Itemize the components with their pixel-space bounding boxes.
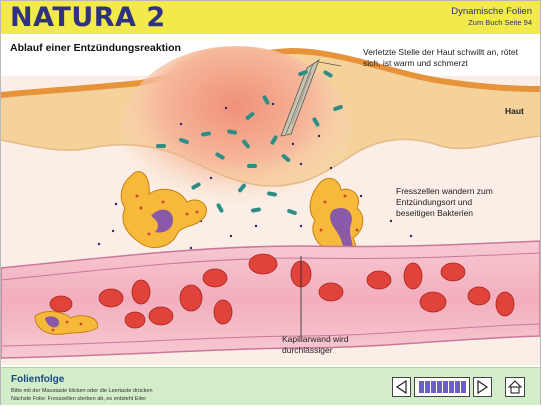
prev-button[interactable] — [392, 377, 411, 397]
progress-segment — [443, 381, 448, 393]
footer-next-slide: Nächste Folie: Fresszellen sterben ab, e… — [11, 396, 147, 402]
progress-segment — [455, 381, 460, 393]
book-reference: Zum Buch Seite 94 — [468, 18, 532, 27]
app-title: NATURA 2 — [10, 2, 166, 33]
red-blood-cells — [49, 253, 515, 329]
dermis-boundary — [1, 135, 540, 187]
progress-segment — [449, 381, 454, 393]
annotation-phagocytes: Fresszellen wandern zum Entzündungsort u… — [396, 186, 493, 218]
annotation-wound: Verletzte Stelle der Haut schwillt an, r… — [363, 47, 518, 68]
slide-progress[interactable] — [414, 377, 470, 397]
next-icon — [477, 379, 489, 395]
annotation-skin: Haut — [505, 106, 524, 116]
annotation-capillary: Kapillarwand wird durchlässiger — [282, 334, 349, 355]
inflammation-illustration — [1, 46, 540, 365]
header-info: Dynamische Folien Zum Buch Seite 94 — [451, 6, 532, 28]
skin-surface — [1, 48, 540, 98]
slide-title: Ablauf einer Entzündungsreaktion — [10, 42, 181, 54]
header-bar: NATURA 2 Dynamische Folien Zum Buch Seit… — [1, 1, 540, 34]
progress-segment — [461, 381, 466, 393]
phagocyte-left — [120, 171, 207, 249]
home-button[interactable] — [505, 377, 525, 397]
progress-segment — [419, 381, 424, 393]
home-icon — [507, 380, 523, 394]
footer-title: Folienfolge — [11, 374, 65, 385]
footer-instruction: Bitte mit der Maustaste klicken oder die… — [11, 388, 153, 394]
phagocyte-vessel — [34, 311, 99, 335]
progress-segment — [431, 381, 436, 393]
wound-pointer — [318, 61, 342, 67]
header-subtitle: Dynamische Folien — [451, 6, 532, 17]
next-button[interactable] — [473, 377, 492, 397]
progress-segment — [437, 381, 442, 393]
footer-bar: Folienfolge Bitte mit der Maustaste klic… — [1, 367, 540, 405]
progress-segment — [425, 381, 430, 393]
prev-icon — [395, 379, 407, 395]
